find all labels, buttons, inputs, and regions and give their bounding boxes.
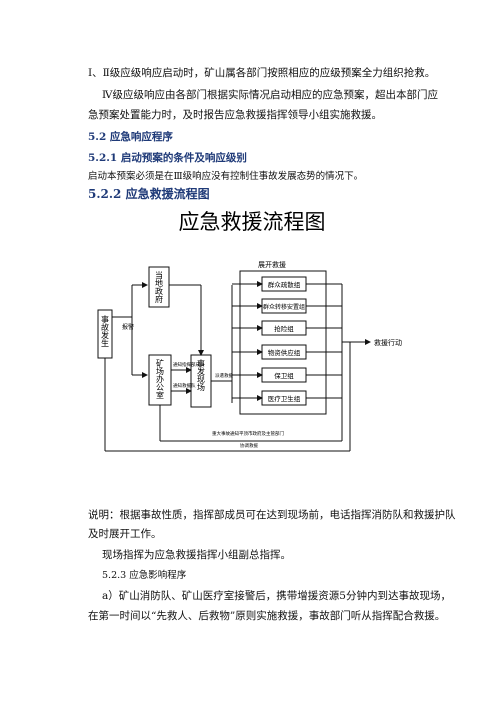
- explain-line-a: 说明：根据事故性质，指挥部成员可在达到现场前，电话指挥消防队和救援护队: [88, 509, 456, 521]
- heading-5-2-1: 5.2.1 启动预案的条件及响应级别: [88, 152, 247, 164]
- flowchart-title: 应急救援流程图: [179, 210, 326, 234]
- group-4: 物资供应组: [268, 348, 301, 357]
- rescue-header: 展开救援: [258, 260, 286, 269]
- notify-rescue: 通知救援队: [173, 382, 196, 389]
- rescue-groups: 群众疏散组 群众转移安置组 抢险组 物资供应组 保卫组 医疗卫生组: [261, 276, 307, 406]
- action-label: 救援行动: [374, 338, 402, 347]
- local-gov-box: [148, 266, 170, 308]
- dispatch-label: 派遣救援: [215, 372, 233, 379]
- report-label: 报警: [122, 323, 134, 331]
- bottom-note-1: 重大事故通知平顶市政府及主管部门: [212, 430, 284, 437]
- paragraph-2b: 急预案处置能力时，及时报告应急救援指挥领导小组实施救援。: [88, 109, 382, 121]
- group-2: 群众转移安置组: [263, 303, 305, 311]
- local-gov-label: 当地政府: [155, 270, 164, 304]
- rescue-frame: [239, 270, 327, 415]
- accident-label: 事故发生: [101, 314, 110, 347]
- notify-leader: 通知指挥部成员: [173, 361, 205, 368]
- explain-line-b: 及时展开工作。: [88, 528, 162, 540]
- paragraph-2a: Ⅳ级应级响应由各部门根据实际情况启动相应的应急预案，超出本部门应: [102, 89, 438, 101]
- site-office-label: 矿场办公室: [156, 358, 165, 399]
- accident-site-label: 事发现场: [197, 358, 206, 392]
- emergency-flowchart: 应急救援流程图 事故发生 报警 当地政府 矿场办公室 事发现场 通知指挥部成员 …: [97, 210, 402, 452]
- group-5: 保卫组: [274, 371, 294, 380]
- group-6: 医疗卫生组: [268, 394, 301, 403]
- paragraph-1: Ⅰ、Ⅱ级应级响应启动时，矿山属各部门按照相应的应级预案全力组织抢救。: [88, 67, 436, 79]
- note-5-2-1: 启动本预案必须是在Ⅲ级响应没有控制住事故发展态势的情况下。: [88, 171, 364, 182]
- heading-5-2: 5.2 应急响应程序: [88, 131, 173, 143]
- heading-5-2-2: 5.2.2 应急救援流程图: [88, 187, 210, 201]
- item-a-line2: 在第一时间以“先救人、后救物”原则实施救援，事故部门听从指挥配合救援。: [88, 610, 446, 622]
- bottom-note-2: 协调救援: [240, 442, 258, 449]
- commander-line: 现场指挥为应急救援指挥小组副总指挥。: [102, 549, 291, 561]
- item-a-line1: a）矿山消防队、矿山医疗室接警后，携带增援资源5分钟内到达事故现场，: [102, 590, 451, 602]
- heading-5-2-3: 5.2.3 应急影响程序: [102, 570, 187, 581]
- group-3: 抢险组: [274, 324, 294, 333]
- group-1: 群众疏散组: [268, 280, 301, 289]
